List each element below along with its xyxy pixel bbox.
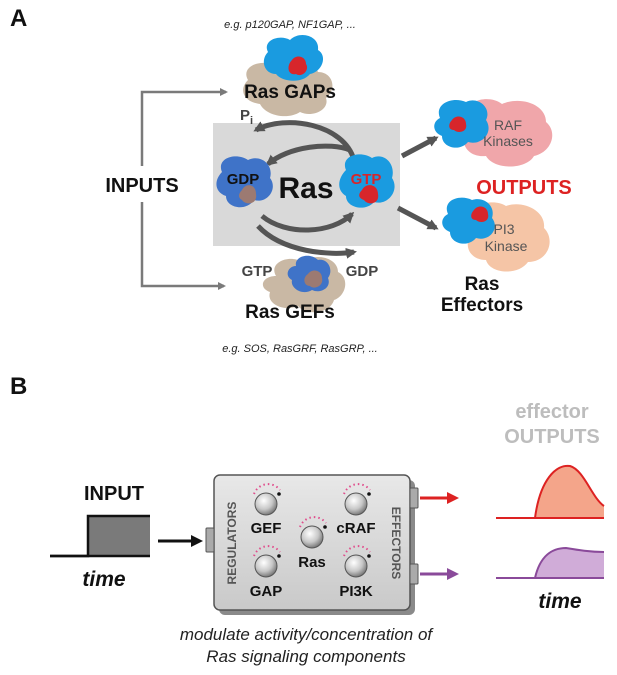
gefs-examples: e.g. SOS, RasGRF, RasGRP, ... [222,343,377,355]
pi-label: Pi [240,107,253,127]
ras-gaps-label: Ras GAPs [244,82,336,103]
gdp-out-label: GDP [346,263,379,280]
craf-knob-label: cRAF [336,520,375,537]
purple-output-trace [496,546,605,579]
raf-label-line1: RAF [494,117,522,133]
raf-kinases-protein-icon [434,99,553,167]
effectors-port-bottom [409,563,419,585]
craf-knob[interactable] [343,483,371,516]
ras-label: Ras [278,172,333,205]
ras-effectors-line1: Ras [465,274,500,295]
ras-effectors-line2: Effectors [441,295,523,316]
caption-line2: Ras signaling components [206,647,406,666]
outputs-label: OUTPUTS [476,177,572,199]
effector-outputs-line1: effector [515,401,589,423]
gap-knob[interactable] [253,545,281,578]
input-to-gaps-arrow [140,88,228,166]
gap-knob-label: GAP [250,583,283,600]
ras-gefs-protein-icon [262,255,346,313]
raf-label-line2: Kinases [483,133,533,149]
regulators-label: REGULATORS [225,502,239,585]
ras-knob-label: Ras [298,554,326,571]
gaps-examples: e.g. p120GAP, NF1GAP, ... [224,19,356,31]
caption-line1: modulate activity/concentration of [180,625,435,644]
pi3k-knob[interactable] [343,545,371,578]
ras-to-pi3k-arrow [396,205,439,231]
effectors-label: EFFECTORS [389,507,403,579]
gef-knob-label: GEF [251,520,282,537]
pi3-label-line2: Kinase [485,238,528,254]
gef-cycle-arc [256,224,357,259]
effector-outputs-line2: OUTPUTS [504,426,600,448]
pi3k-knob-label: PI3K [339,583,373,600]
ras-gefs-label: Ras GEFs [245,302,335,323]
gdp-to-gtp-arc [260,211,355,233]
red-output-fill [535,465,604,518]
effectors-port-top [409,487,419,509]
ras-gtp-protein-icon [339,154,395,208]
input-label: INPUT [84,483,144,505]
input-to-gefs-arrow [140,202,226,290]
pi3-label-line1: PI3 [493,221,514,237]
ras-to-raf-arrow [400,135,439,159]
regulators-port [205,527,215,553]
gef-knob[interactable] [253,483,281,516]
ras-gaps-protein-icon [243,35,333,117]
red-output-trace [496,464,605,519]
purple-output-fill [535,548,604,578]
gtp-label: GTP [351,171,382,188]
ras-knob[interactable] [299,516,327,549]
ras-gdp-protein-icon [216,156,273,208]
pi3-kinase-protein-icon [442,197,550,272]
panel-a-label: A [10,5,27,32]
input-step-fill [88,516,150,556]
time-right-label: time [538,590,582,613]
time-left-label: time [82,568,126,591]
gdp-label: GDP [227,171,260,188]
inputs-label: INPUTS [105,175,178,197]
gtp-in-label: GTP [242,263,273,280]
panel-b-label: B [10,373,27,400]
gtp-to-gdp-arc [265,143,351,166]
